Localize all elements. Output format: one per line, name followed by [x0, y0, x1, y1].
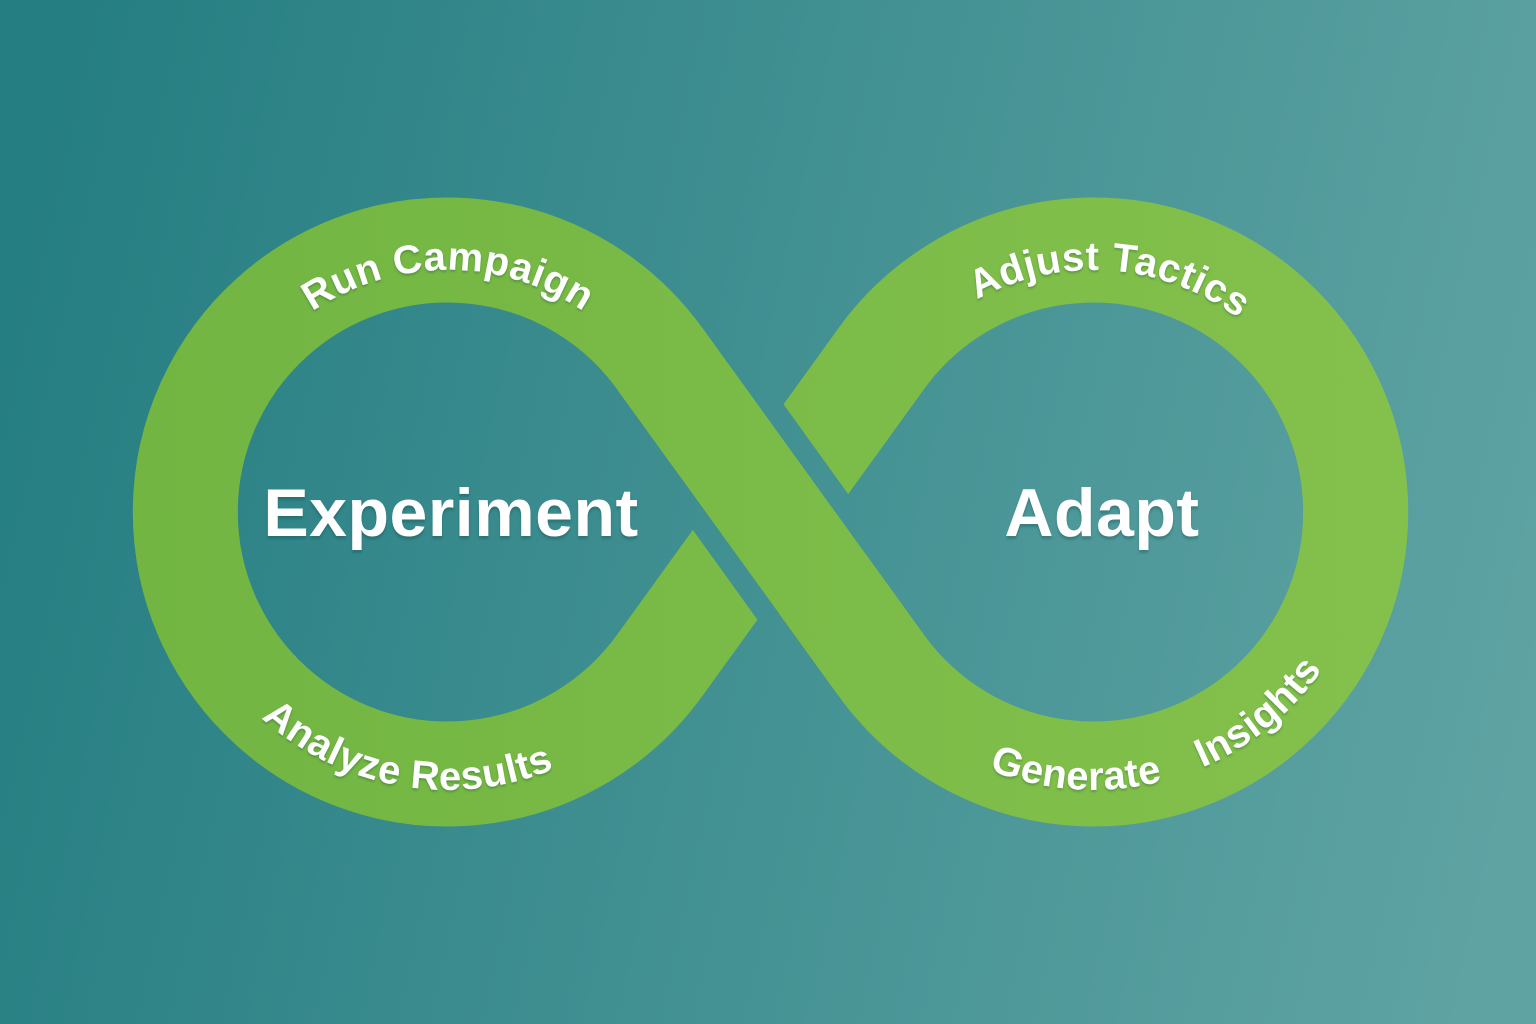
- infinity-loop-band: [132, 197, 1409, 827]
- label-adapt: Adapt: [1004, 475, 1199, 551]
- label-experiment: Experiment: [263, 475, 638, 551]
- loop-over-strand: [617, 328, 924, 696]
